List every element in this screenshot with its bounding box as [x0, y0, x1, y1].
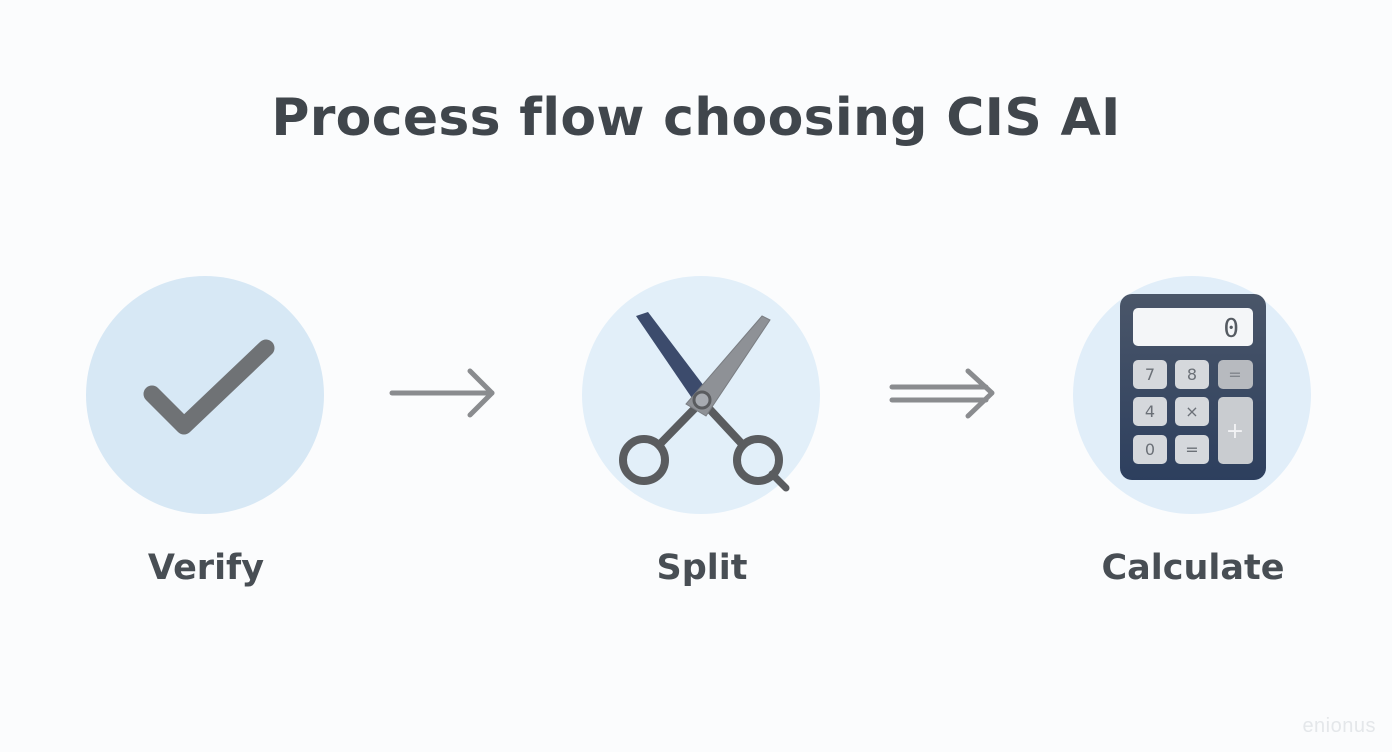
verify-circle [86, 276, 324, 514]
step-label-verify: Verify [147, 548, 265, 588]
calculate-circle: 0 7 8 = 4 × 0 = + [1073, 276, 1311, 514]
checkmark-icon [143, 339, 275, 435]
key-label: 8 [1187, 365, 1197, 384]
calculator-display: 0 [1223, 314, 1239, 344]
single-arrow-icon [389, 368, 495, 418]
page-title: Process flow choosing CIS AI [271, 88, 1121, 148]
scissors-icon [619, 312, 790, 492]
key-label: 0 [1145, 440, 1155, 459]
key-label: = [1228, 365, 1241, 384]
step-label-calculate: Calculate [1101, 548, 1285, 588]
key-label: 7 [1145, 365, 1155, 384]
key-label: × [1185, 402, 1198, 421]
split-circle [582, 276, 820, 514]
key-label: + [1226, 419, 1244, 444]
step-verify: Verify [86, 276, 326, 588]
key-label: = [1185, 440, 1198, 459]
step-split: Split [582, 276, 822, 588]
watermark: enionus [1302, 715, 1376, 737]
double-arrow-icon [889, 368, 995, 419]
key-label: 4 [1145, 402, 1155, 421]
step-label-split: Split [656, 548, 748, 588]
step-calculate: 0 7 8 = 4 × 0 = + Calculate [1073, 276, 1313, 588]
calculator-icon: 0 7 8 = 4 × 0 = + [1120, 294, 1266, 480]
